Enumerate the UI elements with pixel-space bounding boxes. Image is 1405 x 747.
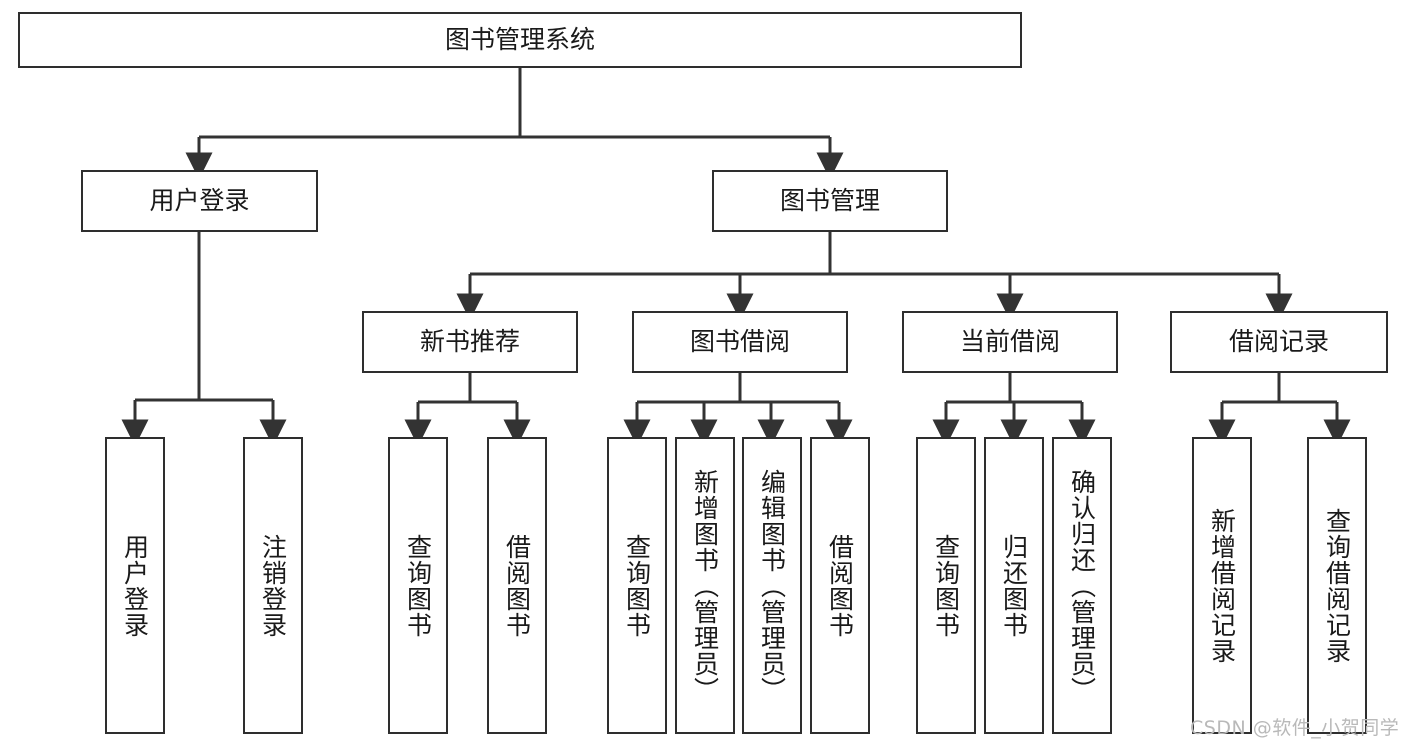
node-label: 用户登录 <box>149 186 250 216</box>
node-label: 图书借阅 <box>689 327 790 357</box>
node-label: 归还图书 <box>999 533 1029 638</box>
node-book-borrow[interactable]: 图书借阅 <box>632 311 848 373</box>
leaf-book-borrow-query-book[interactable]: 查询图书 <box>607 437 667 734</box>
node-label: 新书推荐 <box>419 327 520 357</box>
node-root-book-management-system[interactable]: 图书管理系统 <box>18 12 1022 68</box>
node-label: 查询借阅记录 <box>1322 507 1352 664</box>
node-current-borrow[interactable]: 当前借阅 <box>902 311 1118 373</box>
node-label: 新增借阅记录 <box>1207 507 1237 664</box>
leaf-user-login-logout[interactable]: 注销登录 <box>243 437 303 734</box>
leaf-current-borrow-confirm-return-admin[interactable]: 确认归还（管理员） <box>1052 437 1112 734</box>
node-label: 新增图书（管理员） <box>690 468 720 703</box>
node-borrow-record[interactable]: 借阅记录 <box>1170 311 1388 373</box>
leaf-book-borrow-edit-book-admin[interactable]: 编辑图书（管理员） <box>742 437 802 734</box>
leaf-current-borrow-return-book[interactable]: 归还图书 <box>984 437 1044 734</box>
node-label: 用户登录 <box>120 533 150 638</box>
leaf-borrow-record-add-record[interactable]: 新增借阅记录 <box>1192 437 1252 734</box>
leaf-new-book-borrow-book[interactable]: 借阅图书 <box>487 437 547 734</box>
node-label: 借阅图书 <box>825 533 855 638</box>
node-label: 当前借阅 <box>959 327 1060 357</box>
node-label: 借阅记录 <box>1228 327 1329 357</box>
leaf-new-book-query-book[interactable]: 查询图书 <box>388 437 448 734</box>
leaf-current-borrow-query-book[interactable]: 查询图书 <box>916 437 976 734</box>
leaf-book-borrow-borrow-book[interactable]: 借阅图书 <box>810 437 870 734</box>
node-label: 借阅图书 <box>502 533 532 638</box>
leaf-book-borrow-add-book-admin[interactable]: 新增图书（管理员） <box>675 437 735 734</box>
node-book-management[interactable]: 图书管理 <box>712 170 948 232</box>
node-label: 查询图书 <box>622 533 652 638</box>
leaf-borrow-record-query-record[interactable]: 查询借阅记录 <box>1307 437 1367 734</box>
node-new-book-recommend[interactable]: 新书推荐 <box>362 311 578 373</box>
node-label: 确认归还（管理员） <box>1067 468 1097 703</box>
node-label: 查询图书 <box>931 533 961 638</box>
leaf-user-login-login[interactable]: 用户登录 <box>105 437 165 734</box>
node-label: 图书管理系统 <box>444 25 595 55</box>
node-label: 查询图书 <box>403 533 433 638</box>
node-user-login[interactable]: 用户登录 <box>81 170 318 232</box>
node-label: 注销登录 <box>258 533 288 638</box>
node-label: 编辑图书（管理员） <box>757 468 787 703</box>
node-label: 图书管理 <box>779 186 880 216</box>
